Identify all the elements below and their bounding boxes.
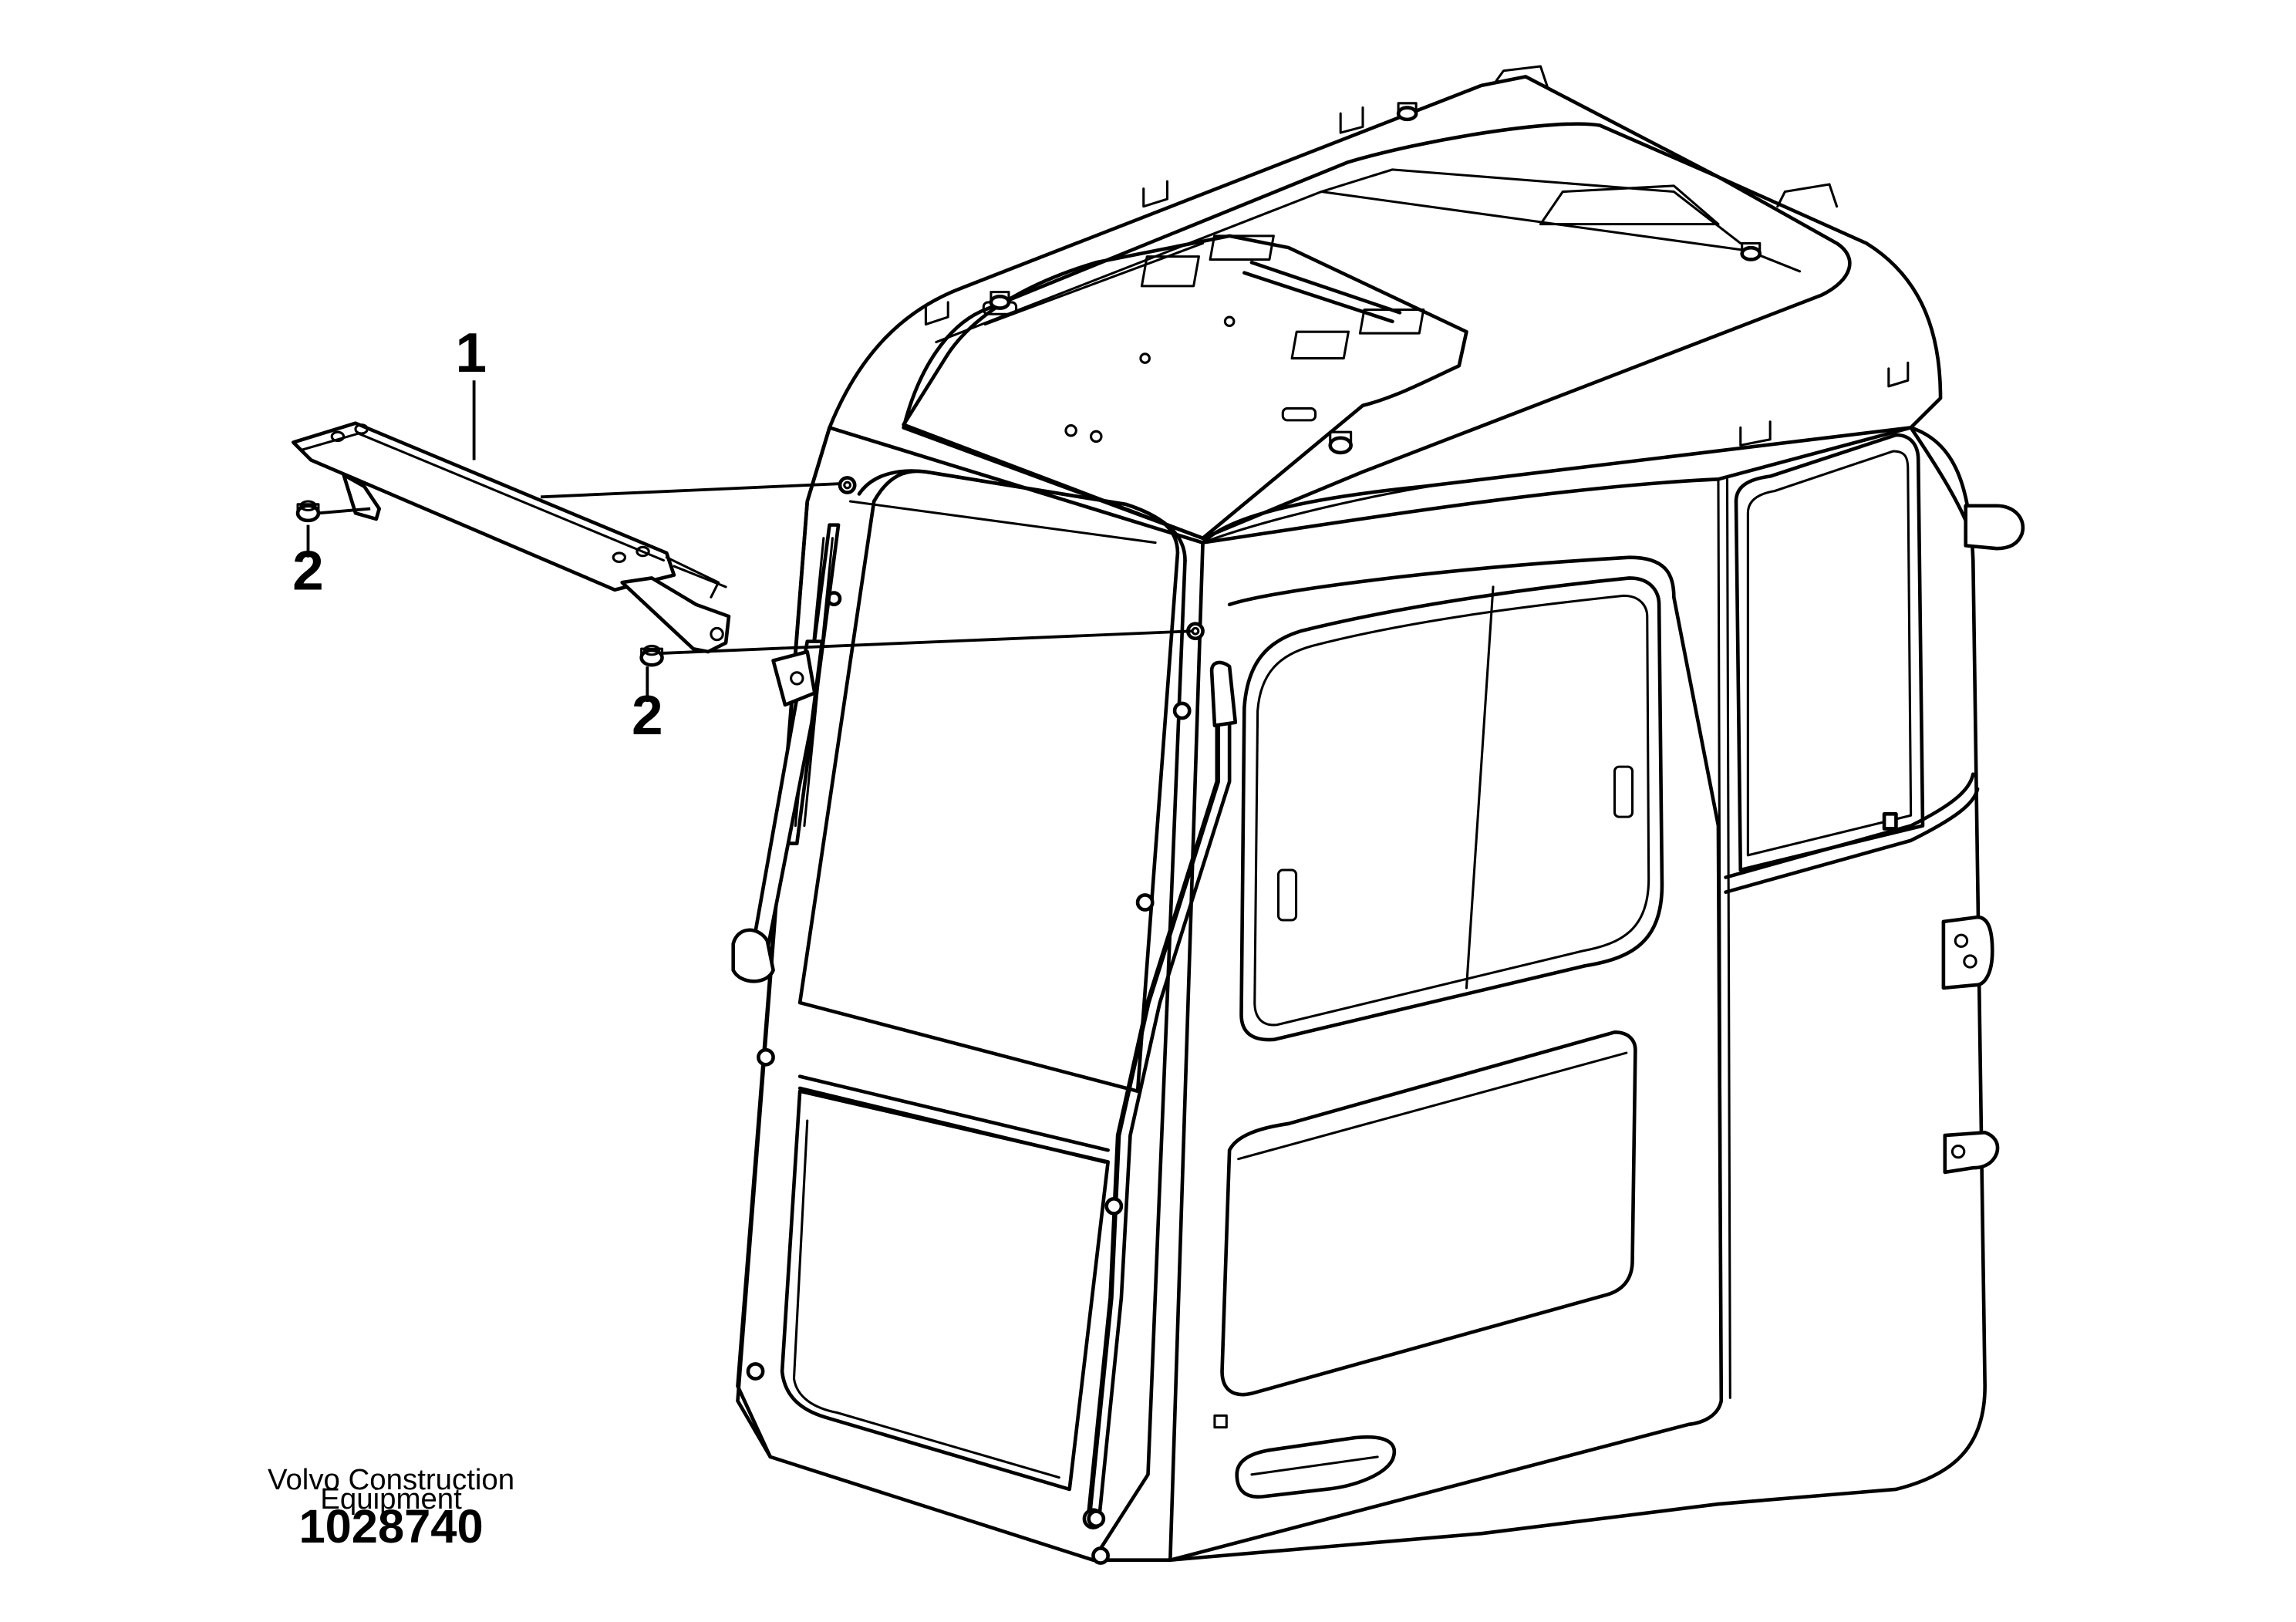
- hatch-hinge: [1140, 234, 1425, 360]
- part-2-nut-upper: [295, 500, 321, 523]
- roof-top-panel: [902, 122, 1852, 541]
- cab-side-panel: [736, 426, 1987, 1562]
- cab-door: [1168, 555, 1724, 1562]
- callout-1: 1: [455, 322, 487, 384]
- roof-bracket: [924, 301, 949, 326]
- company-name-line1: Volvo Construction: [268, 1463, 514, 1496]
- grab-handle: [1086, 676, 1221, 1522]
- wiper-assembly: [731, 523, 841, 983]
- company-name-line2: Equipment: [320, 1482, 462, 1516]
- leader-lines: [306, 380, 1193, 703]
- lifting-eye: [989, 102, 1762, 455]
- front-windshield: [797, 469, 1180, 1094]
- pillar-bolt: [746, 476, 1205, 1565]
- door-window: [1239, 576, 1664, 1042]
- front-pillar-right: [1168, 541, 1205, 1562]
- front-lower-glass: [780, 1089, 1110, 1492]
- operator-cab: [736, 65, 2025, 1565]
- part-2-nut-lower: [639, 644, 664, 667]
- callout-2-upper: 2: [292, 540, 324, 602]
- callout-2-lower: 2: [632, 684, 663, 747]
- part-1-bracket: [291, 421, 731, 654]
- side-fitting: [1941, 504, 2025, 1175]
- side-window: [1734, 433, 1925, 872]
- door-lower-panel: [1220, 1030, 1637, 1397]
- bracket-plate: [291, 421, 676, 592]
- door-handle: [1235, 1435, 1397, 1499]
- front-pillar-left: [736, 426, 831, 1459]
- side-rail: [1724, 772, 1975, 879]
- footer-block: Volvo Construction Equipment 1028740: [268, 1463, 514, 1553]
- drawing-number: 1028740: [298, 1499, 483, 1553]
- roof-hatch: [902, 234, 1468, 541]
